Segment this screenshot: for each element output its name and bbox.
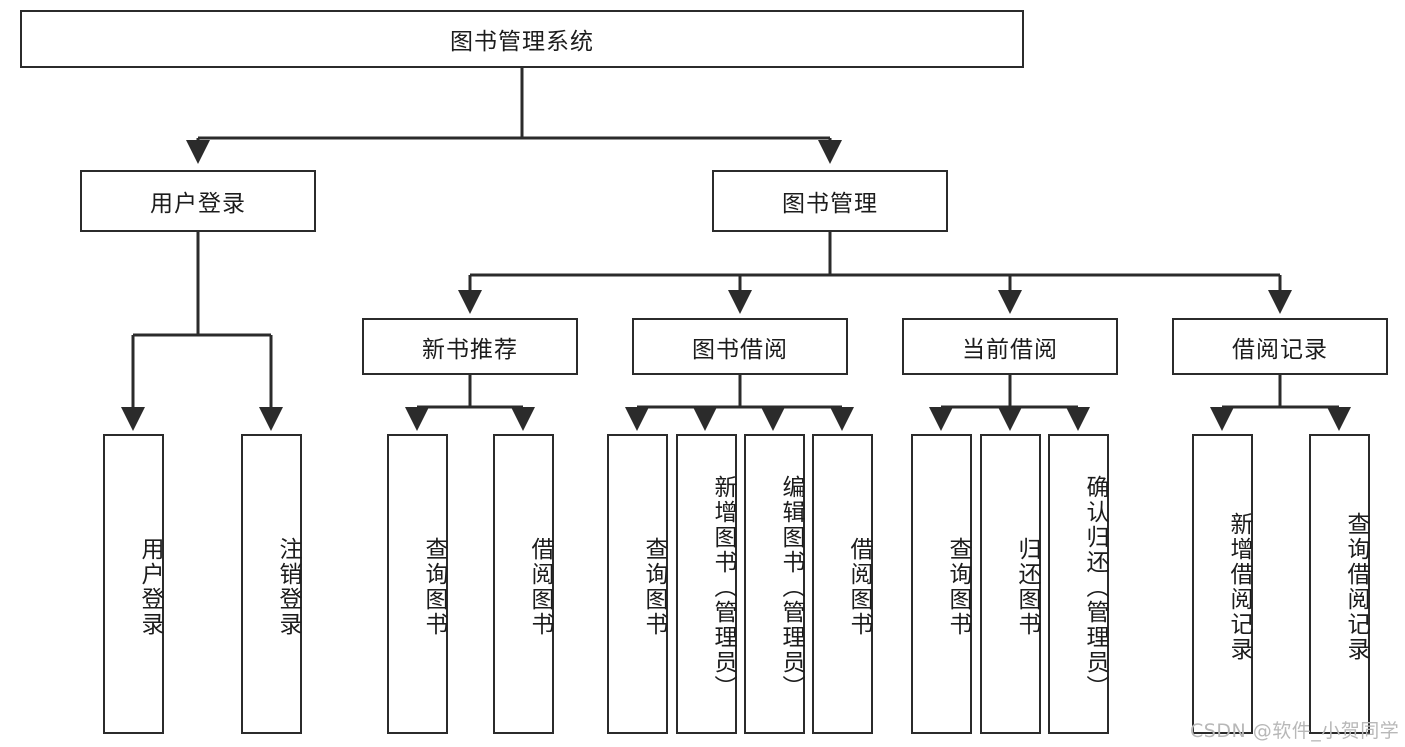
leaf-label: 归还图书: [1014, 537, 1040, 637]
leaf-borrow-add-book-admin[interactable]: 新增图书（管理员）: [676, 434, 737, 734]
leaf-user-login-logout[interactable]: 注销登录: [241, 434, 302, 734]
node-user-login[interactable]: 用户登录: [80, 170, 316, 232]
leaf-label: 借阅图书: [846, 537, 872, 637]
node-new-book-recommend-label: 新书推荐: [422, 336, 518, 363]
leaf-record-add-record[interactable]: 新增借阅记录: [1192, 434, 1253, 734]
csdn-watermark: CSDN @软件_小贺同学: [1190, 720, 1400, 742]
leaf-label: 用户登录: [137, 537, 163, 637]
leaf-record-query-record[interactable]: 查询借阅记录: [1309, 434, 1370, 734]
node-book-management[interactable]: 图书管理: [712, 170, 948, 232]
node-book-borrow-label: 图书借阅: [692, 336, 788, 363]
leaf-label: 新增借阅记录: [1226, 512, 1252, 662]
leaf-label: 新增图书（管理员）: [710, 474, 736, 700]
leaf-label: 注销登录: [275, 537, 301, 637]
leaf-recommend-borrow-book[interactable]: 借阅图书: [493, 434, 554, 734]
node-root-label: 图书管理系统: [450, 29, 594, 55]
node-book-management-label: 图书管理: [782, 191, 878, 217]
leaf-label: 查询借阅记录: [1343, 512, 1369, 662]
node-new-book-recommend[interactable]: 新书推荐: [362, 318, 578, 375]
leaf-label: 查询图书: [421, 537, 447, 637]
leaf-label: 编辑图书（管理员）: [778, 474, 804, 700]
node-book-borrow[interactable]: 图书借阅: [632, 318, 848, 375]
leaf-borrow-edit-book-admin[interactable]: 编辑图书（管理员）: [744, 434, 805, 734]
leaf-current-query-book[interactable]: 查询图书: [911, 434, 972, 734]
leaf-user-login-login[interactable]: 用户登录: [103, 434, 164, 734]
leaf-label: 查询图书: [641, 537, 667, 637]
leaf-current-return-book[interactable]: 归还图书: [980, 434, 1041, 734]
node-current-borrow[interactable]: 当前借阅: [902, 318, 1118, 375]
leaf-borrow-query-book[interactable]: 查询图书: [607, 434, 668, 734]
node-root[interactable]: 图书管理系统: [20, 10, 1024, 68]
node-user-login-label: 用户登录: [150, 191, 246, 217]
leaf-current-confirm-return-admin[interactable]: 确认归还（管理员）: [1048, 434, 1109, 734]
node-borrow-record[interactable]: 借阅记录: [1172, 318, 1388, 375]
leaf-label: 借阅图书: [527, 537, 553, 637]
node-current-borrow-label: 当前借阅: [962, 336, 1058, 363]
leaf-label: 确认归还（管理员）: [1082, 474, 1108, 700]
leaf-recommend-query-book[interactable]: 查询图书: [387, 434, 448, 734]
node-borrow-record-label: 借阅记录: [1232, 336, 1328, 363]
leaf-label: 查询图书: [945, 537, 971, 637]
leaf-borrow-borrow-book[interactable]: 借阅图书: [812, 434, 873, 734]
